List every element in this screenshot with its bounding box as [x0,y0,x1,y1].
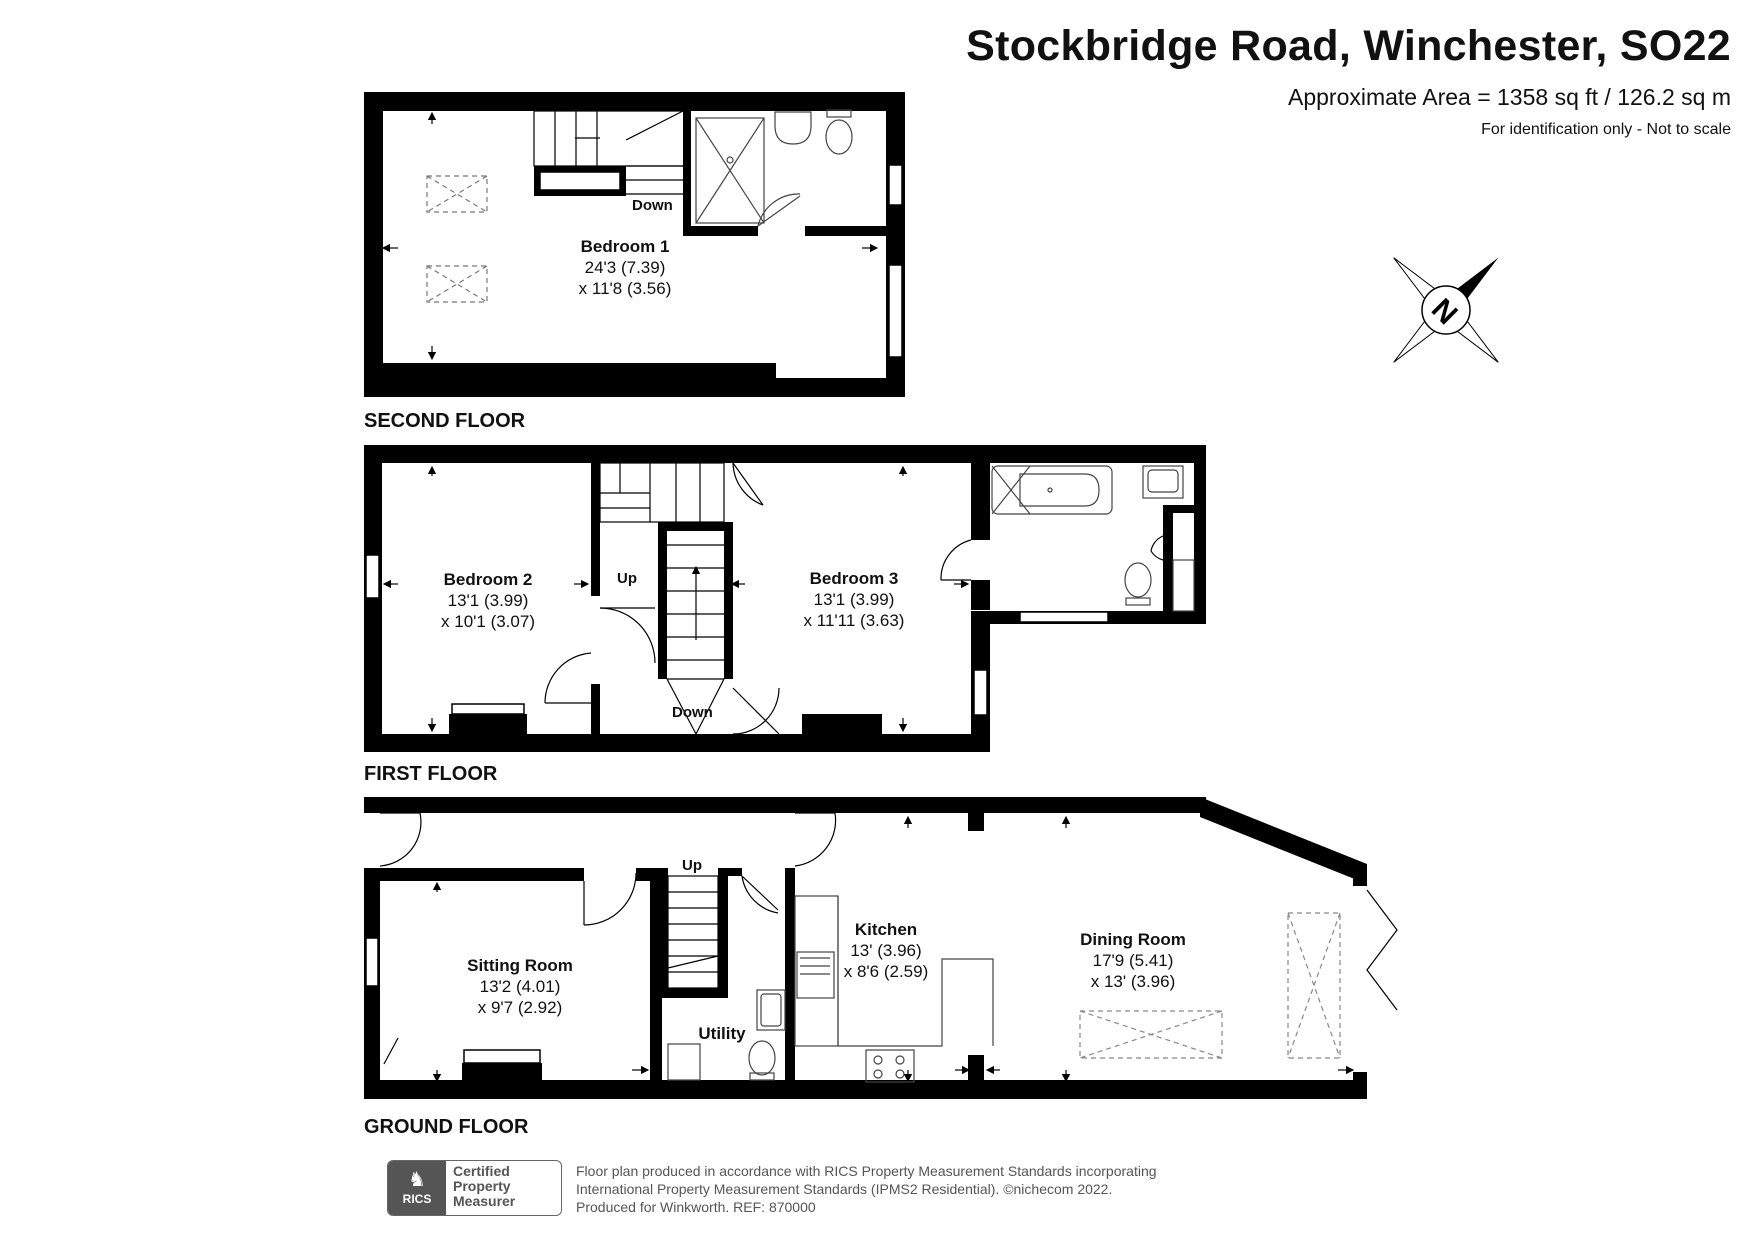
room-name: Bedroom 2 [443,570,533,589]
first-floor-plan [364,445,1206,752]
room-dimension-1: 13'1 (3.99) [813,590,895,609]
first-floor-doors [544,462,1164,735]
second-floor-stairs [533,110,685,195]
first-floor-stairs [599,462,725,735]
room-dimension-2: x 11'11 (3.63) [803,611,905,630]
room-dimension-1: 13'2 (4.01) [479,977,561,996]
room-name: Bedroom 3 [809,569,899,588]
first-floor-windows [365,554,1109,716]
room-dimension-1: 13'1 (3.99) [447,591,529,610]
ground-floor-skylights [1079,912,1341,1059]
room-bedroom-1: Bedroom 1 24'3 (7.39) x 11'8 (3.56) [579,236,672,299]
first-floor-dimension-arrows [382,465,970,733]
stair-down-label: Down [672,704,713,721]
room-name: Utility [698,1024,746,1043]
ground-floor-stairs [667,875,719,989]
room-dimension-1: 24'3 (7.39) [584,258,666,277]
room-dimension-2: x 8'6 (2.59) [843,962,929,981]
room-name: Bedroom 1 [580,237,670,256]
footer-line: Produced for Winkworth. REF: 870000 [576,1199,816,1215]
room-name: Kitchen [854,920,918,939]
room-bedroom-3: Bedroom 3 13'1 (3.99) x 11'11 (3.63) [804,568,905,631]
room-dimension-2: x 11'8 (3.56) [578,279,672,298]
compass-rose-icon [1393,257,1499,363]
room-kitchen: Kitchen 13' (3.96) x 8'6 (2.59) [844,919,929,982]
lion-icon: ♞ [408,1169,426,1191]
room-dimension-1: 13' (3.96) [850,941,922,960]
rics-logo-text: RICS [402,1192,432,1206]
first-floor-label: FIRST FLOOR [364,763,498,785]
badge-line: Certified [453,1163,510,1179]
room-name: Dining Room [1080,930,1186,949]
second-floor-plan [364,92,905,397]
second-floor-bathroom-fixtures [695,109,853,227]
first-floor-bathroom-fixtures [991,465,1195,612]
badge-line: Property [453,1178,511,1194]
room-dimension-2: x 10'1 (3.07) [441,612,535,631]
approximate-area: Approximate Area = 1358 sq ft / 126.2 sq… [1287,84,1731,110]
ground-floor-doors [379,812,1398,1011]
rics-certified-badge: ♞ RICS Certified Property Measurer [387,1160,562,1216]
room-dimension-2: x 13' (3.96) [1090,972,1176,991]
room-bedroom-2: Bedroom 2 13'1 (3.99) x 10'1 (3.07) [441,569,535,632]
room-dimension-2: x 9'7 (2.92) [477,998,563,1017]
disclaimer-note: For identification only - Not to scale [1481,121,1731,138]
room-name: Sitting Room [467,956,573,975]
footer-line: International Property Measurement Stand… [576,1181,1113,1197]
ground-floor-windows [365,937,541,1064]
badge-line: Measurer [453,1193,516,1209]
ground-floor-label: GROUND FLOOR [364,1116,529,1138]
rics-logo: ♞ RICS [388,1161,446,1215]
room-dimension-1: 17'9 (5.41) [1092,951,1174,970]
footer-disclaimer: Floor plan produced in accordance with R… [576,1162,1157,1216]
room-dining-room: Dining Room 17'9 (5.41) x 13' (3.96) [1080,929,1186,992]
second-floor-label: SECOND FLOOR [364,410,526,432]
second-floor-windows [539,164,903,358]
page-title: Stockbridge Road, Winchester, SO22 [966,22,1731,70]
room-utility: Utility [698,1023,745,1044]
footer-line: Floor plan produced in accordance with R… [576,1163,1157,1179]
ground-floor-plan [364,797,1398,1099]
ground-floor-dimension-arrows [383,815,1355,1083]
rics-certification-text: Certified Property Measurer [446,1161,522,1215]
second-floor-dimension-arrows [381,111,879,361]
ground-floor-fixtures [667,895,994,1083]
room-sitting-room: Sitting Room 13'2 (4.01) x 9'7 (2.92) [467,955,573,1018]
stair-down-label: Down [632,197,673,214]
stair-up-label: Up [682,857,702,874]
ground-floor-walls [364,797,1367,1099]
stair-up-label: Up [617,570,637,587]
second-floor-skylights [426,175,488,303]
